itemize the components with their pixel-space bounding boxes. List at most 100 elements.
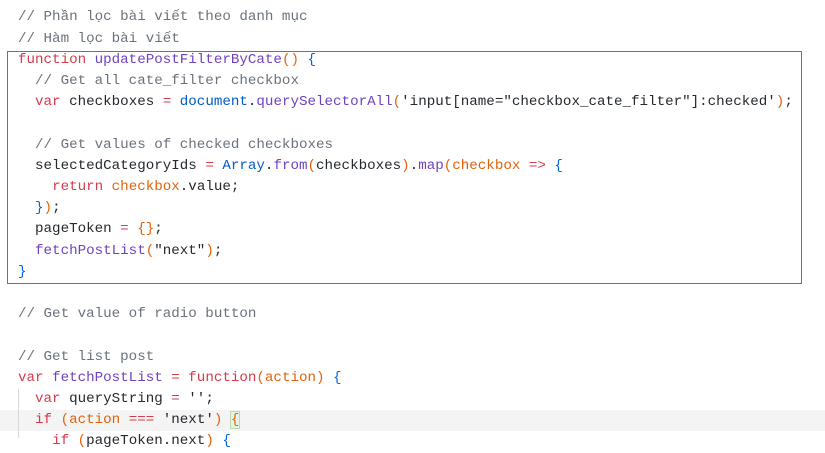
token-kw: return (52, 179, 112, 195)
token-comment: // Phần lọc bài viết theo danh mục (18, 9, 308, 26)
token-brace: { (554, 157, 563, 174)
token-plain (18, 412, 35, 428)
token-paren: ( (307, 157, 317, 174)
token-plain: . (409, 157, 419, 174)
token-brace: { (307, 51, 316, 68)
token-plain: ; (784, 94, 793, 111)
token-plain: ; (52, 200, 61, 217)
token-kw: var (35, 391, 70, 407)
token-brace: { (222, 433, 231, 450)
token-paren: ( (60, 412, 70, 429)
token-paren: {} (137, 221, 155, 238)
token-fn: map (418, 157, 444, 174)
token-plain: pageToken.next (86, 433, 206, 450)
token-fn: fetchPostList (35, 242, 146, 259)
token-plain: ; (213, 242, 223, 259)
indent-guide (18, 389, 19, 438)
token-var: checkbox (452, 157, 529, 174)
token-kw: var (18, 369, 53, 386)
token-paren: ( (392, 94, 402, 111)
token-str: '' (188, 391, 206, 407)
token-var: action (264, 369, 317, 386)
token-plain: .value; (179, 179, 240, 195)
token-fn: querySelectorAll (256, 94, 393, 111)
code-line[interactable]: var checkboxes = document.querySelectorA… (18, 92, 793, 113)
token-plain: . (247, 94, 257, 111)
token-paren: ) (205, 433, 214, 450)
token-plain: queryString (69, 391, 172, 407)
highlight-box (7, 51, 802, 284)
token-fn: updatePostFilterByCate (94, 51, 282, 68)
token-kw: = (120, 221, 138, 238)
code-line[interactable]: return checkbox.value; (18, 177, 239, 198)
token-blue: Array (222, 157, 265, 174)
code-line[interactable]: }); (18, 198, 61, 219)
current-line-highlight (0, 410, 825, 432)
token-plain: pageToken (18, 221, 121, 238)
token-comment: // Hàm lọc bài viết (18, 30, 180, 47)
token-plain: . (264, 157, 274, 174)
code-line[interactable]: } (18, 262, 27, 283)
code-line[interactable]: if (action === 'next') { (18, 410, 241, 431)
token-paren: ) (205, 242, 214, 259)
token-paren: ) (316, 369, 325, 386)
token-kw: => (528, 157, 555, 174)
token-var: action (69, 412, 129, 429)
token-plain: selectedCategoryIds (18, 157, 206, 174)
token-kw: if (52, 433, 78, 450)
token-paren: ) (401, 157, 410, 174)
token-kw: === (128, 412, 163, 429)
token-kw: = (205, 157, 223, 174)
token-match: { (229, 411, 241, 430)
token-brace: { (333, 369, 342, 386)
token-brace: } (35, 200, 44, 217)
token-plain: checkboxes (316, 157, 402, 174)
token-paren: () (281, 51, 299, 68)
token-paren: ( (443, 157, 453, 174)
token-str: "next" (154, 242, 206, 259)
code-line[interactable]: // Get list post (18, 347, 154, 368)
token-comment: // Get value of radio button (18, 306, 257, 323)
token-comment: // Get list post (18, 348, 155, 365)
token-plain: ; (154, 221, 163, 238)
token-plain (325, 370, 334, 386)
code-line[interactable]: // Phần lọc bài viết theo danh mục (18, 7, 307, 28)
code-line[interactable]: if (pageToken.next) { (18, 431, 231, 452)
token-paren: ( (77, 433, 87, 450)
token-paren: ( (145, 242, 155, 259)
token-fn: from (273, 157, 308, 174)
code-line[interactable]: var queryString = ''; (18, 389, 214, 410)
token-brace: } (18, 263, 27, 280)
token-plain (18, 391, 35, 407)
token-kw: function (18, 51, 95, 68)
token-paren: ) (213, 412, 223, 429)
code-line[interactable]: // Get value of radio button (18, 304, 256, 325)
token-plain (18, 433, 52, 449)
code-line[interactable]: var fetchPostList = function(action) { (18, 368, 342, 389)
token-paren: ) (43, 200, 53, 217)
code-line[interactable]: // Get all cate_filter checkbox (18, 71, 299, 92)
token-kw: var (35, 94, 70, 111)
code-line[interactable]: selectedCategoryIds = Array.from(checkbo… (18, 156, 563, 177)
token-str: 'input[name="checkbox_cate_filter"]:chec… (401, 94, 776, 111)
code-line[interactable]: // Hàm lọc bài viết (18, 29, 180, 50)
token-comment: // Get values of checked checkboxes (35, 136, 334, 153)
token-fn: fetchPostList (52, 369, 172, 386)
token-blue: document (179, 94, 248, 111)
token-paren: ) (775, 94, 785, 111)
token-kw: = function (171, 369, 257, 386)
code-line[interactable]: // Get values of checked checkboxes (18, 135, 333, 156)
token-kw: = (171, 391, 189, 407)
token-kw: = (162, 94, 180, 111)
code-line[interactable]: fetchPostList("next"); (18, 241, 222, 262)
token-plain: checkboxes (69, 94, 163, 111)
code-line[interactable]: pageToken = {}; (18, 219, 163, 240)
token-str: 'next' (162, 412, 214, 429)
token-kw: if (35, 412, 61, 429)
token-plain: ; (205, 391, 214, 407)
code-line[interactable]: function updatePostFilterByCate() { (18, 50, 316, 71)
token-comment: // Get all cate_filter checkbox (35, 73, 299, 89)
token-plain (222, 412, 231, 428)
token-paren: ( (256, 369, 265, 386)
